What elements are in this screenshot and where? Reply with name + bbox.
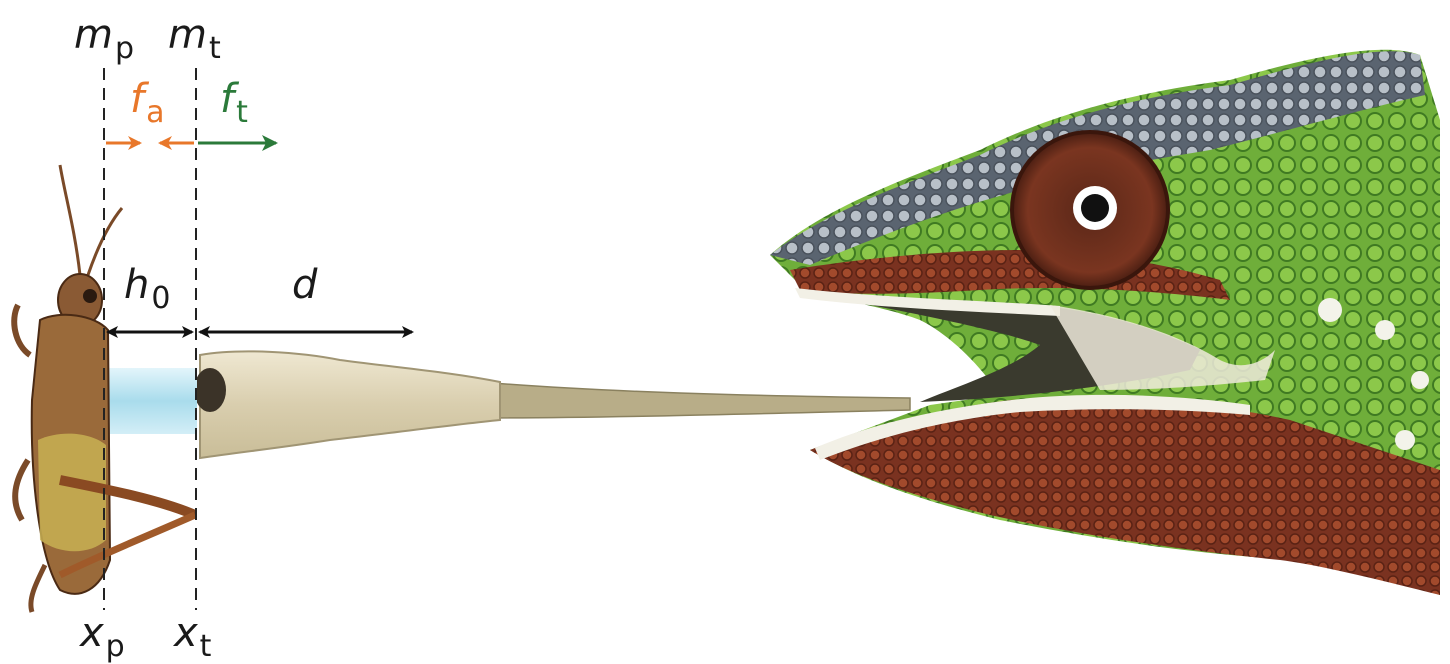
label-fa: fa bbox=[130, 76, 164, 130]
chameleon-illustration bbox=[770, 50, 1440, 595]
label-xt: xt bbox=[172, 610, 212, 664]
label-xp: xp bbox=[78, 610, 125, 664]
label-mp: mp bbox=[74, 12, 134, 66]
adhesion-layer bbox=[105, 368, 197, 434]
label-ft: ft bbox=[220, 76, 248, 130]
label-mt: mt bbox=[168, 12, 221, 66]
label-d: d bbox=[292, 262, 318, 308]
tongue-illustration bbox=[194, 351, 910, 458]
label-h0: h0 bbox=[124, 262, 170, 316]
